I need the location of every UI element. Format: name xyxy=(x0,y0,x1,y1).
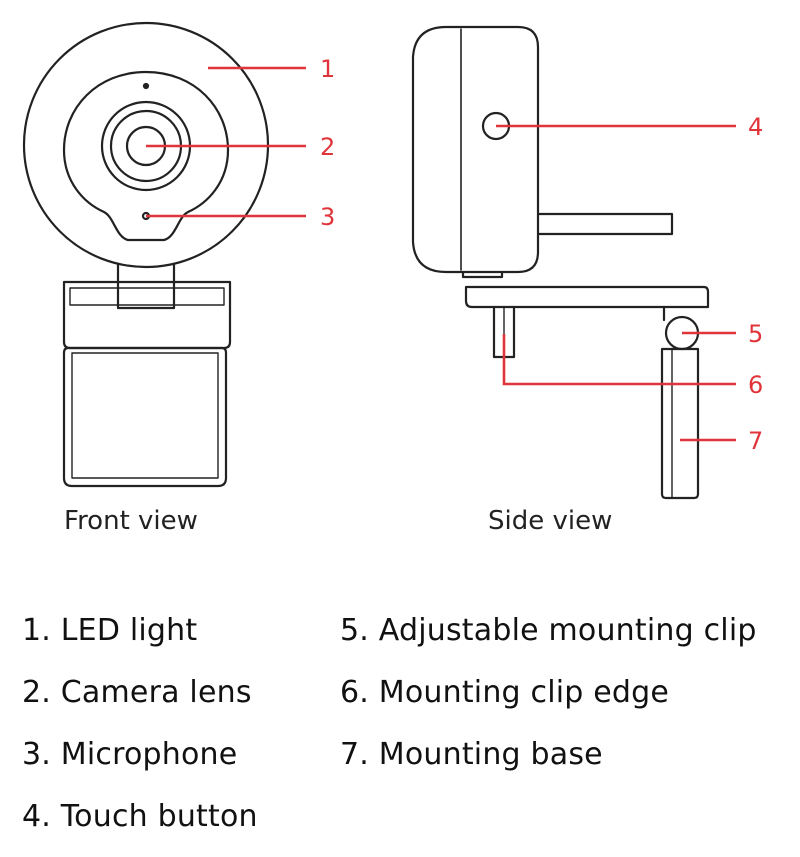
legend-item-led-light: 1. LED light xyxy=(22,613,198,648)
front-hinge-block xyxy=(62,280,232,350)
front-base-lower xyxy=(62,346,228,488)
side-view-caption: Side view xyxy=(488,506,613,536)
front-hinge-inner xyxy=(69,287,225,306)
side-mounting-base xyxy=(660,347,700,500)
legend-item-camera-lens: 2. Camera lens xyxy=(22,675,252,710)
callout-number-4: 4 xyxy=(748,113,763,141)
side-body xyxy=(411,25,540,274)
front-view-caption: Front view xyxy=(64,506,198,536)
callout-number-1: 1 xyxy=(320,55,335,83)
front-view xyxy=(22,21,270,488)
callout-number-2: 2 xyxy=(320,133,335,161)
legend-item-adjustable-clip: 5. Adjustable mounting clip xyxy=(340,613,757,648)
legend-item-clip-edge: 6. Mounting clip edge xyxy=(340,675,670,710)
side-view xyxy=(411,25,710,500)
front-face xyxy=(62,70,230,242)
legend-item-microphone: 3. Microphone xyxy=(22,737,238,772)
callout-number-6: 6 xyxy=(748,371,763,399)
front-base-lower-inner xyxy=(71,352,219,479)
callout-number-3: 3 xyxy=(320,203,335,231)
side-rear-arm xyxy=(536,212,674,236)
callout-number-7: 7 xyxy=(748,427,763,455)
led-light-dot xyxy=(142,82,150,90)
webcam-diagram: 1 2 3 4 5 6 7 xyxy=(22,21,763,500)
legend-item-touch-button: 4. Touch button xyxy=(22,799,258,834)
side-shelf xyxy=(464,285,710,309)
legend-item-mounting-base: 7. Mounting base xyxy=(340,737,603,772)
callout-number-5: 5 xyxy=(748,320,763,348)
front-neck xyxy=(116,238,176,310)
callout-line-6 xyxy=(502,334,736,386)
